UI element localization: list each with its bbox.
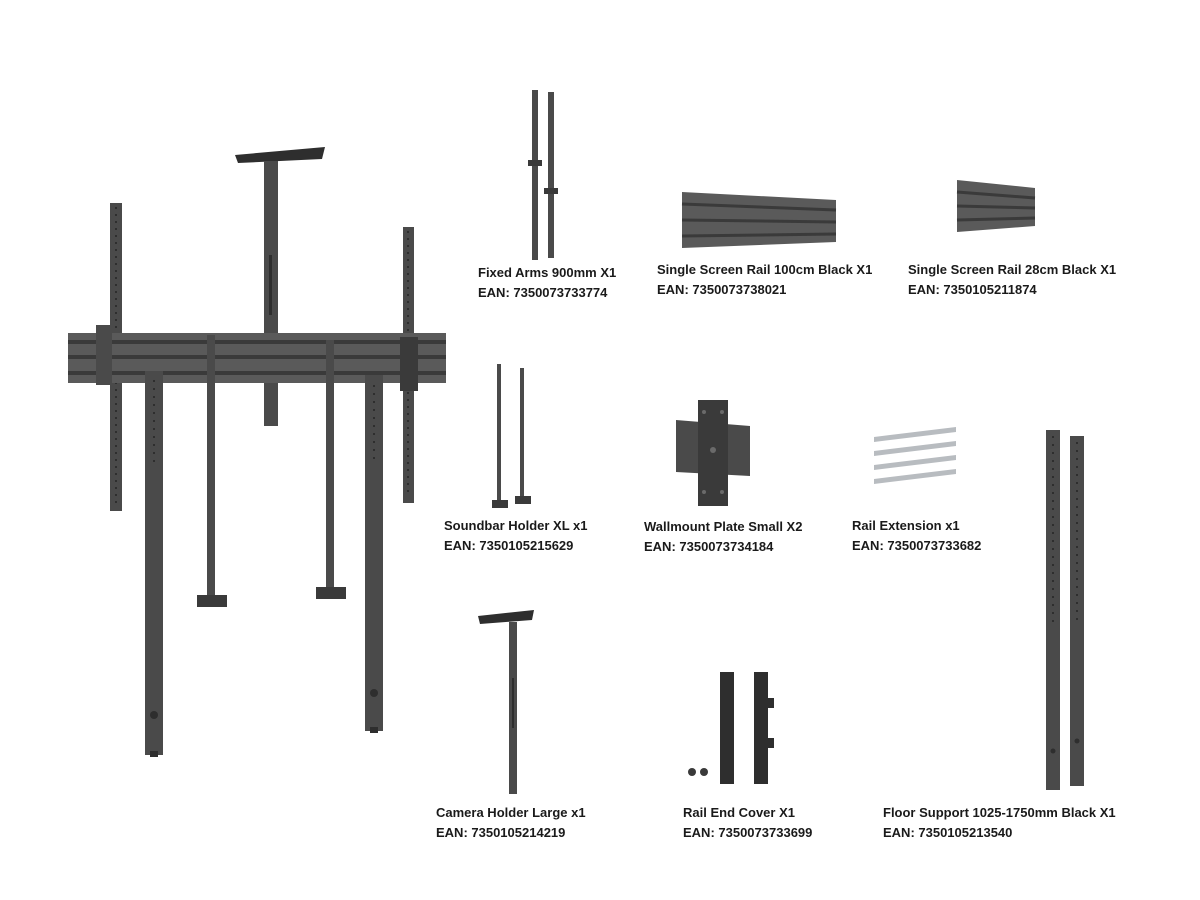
component-ean: EAN: 7350105214219	[436, 825, 566, 840]
component-name: Single Screen Rail 100cm Black X1	[657, 262, 873, 277]
component-ean: EAN: 7350073733774	[478, 285, 608, 300]
camera-holder-image	[476, 608, 538, 798]
component-label-rail-extension: Rail Extension x1 EAN: 7350073733682	[852, 516, 981, 556]
component-ean: EAN: 7350073733682	[852, 538, 982, 553]
assembled-mount-image	[60, 135, 460, 765]
component-label-camera-holder: Camera Holder Large x1 EAN: 735010521421…	[436, 803, 586, 843]
component-label-soundbar-holder: Soundbar Holder XL x1 EAN: 7350105215629	[444, 516, 588, 556]
component-name: Camera Holder Large x1	[436, 805, 586, 820]
component-name: Fixed Arms 900mm X1	[478, 265, 617, 280]
component-name: Wallmount Plate Small X2	[644, 519, 803, 534]
rail-28cm-image	[955, 178, 1037, 236]
rail-end-cover-image	[686, 668, 781, 790]
component-label-fixed-arms: Fixed Arms 900mm X1 EAN: 7350073733774	[478, 263, 616, 303]
component-name: Soundbar Holder XL x1	[444, 518, 588, 533]
component-label-rail-100: Single Screen Rail 100cm Black X1 EAN: 7…	[657, 260, 872, 300]
rail-100cm-image	[680, 190, 840, 252]
wallmount-plate-image	[670, 398, 756, 508]
component-ean: EAN: 7350073738021	[657, 282, 787, 297]
component-ean: EAN: 7350105215629	[444, 538, 574, 553]
component-name: Single Screen Rail 28cm Black X1	[908, 262, 1117, 277]
floor-support-image	[1040, 426, 1090, 794]
component-ean: EAN: 7350105211874	[908, 282, 1037, 297]
soundbar-holder-image	[488, 362, 538, 512]
rail-extension-image	[872, 425, 960, 485]
component-name: Rail Extension x1	[852, 518, 960, 533]
component-label-floor-support: Floor Support 1025-1750mm Black X1 EAN: …	[883, 803, 1116, 843]
component-ean: EAN: 7350105213540	[883, 825, 1013, 840]
fixed-arms-image	[522, 88, 562, 263]
component-label-wallmount-plate: Wallmount Plate Small X2 EAN: 7350073734…	[644, 517, 802, 557]
component-label-rail-end-cover: Rail End Cover X1 EAN: 7350073733699	[683, 803, 812, 843]
component-name: Floor Support 1025-1750mm Black X1	[883, 805, 1116, 820]
component-label-rail-28: Single Screen Rail 28cm Black X1 EAN: 73…	[908, 260, 1116, 300]
component-ean: EAN: 7350073734184	[644, 539, 774, 554]
component-ean: EAN: 7350073733699	[683, 825, 813, 840]
component-name: Rail End Cover X1	[683, 805, 795, 820]
